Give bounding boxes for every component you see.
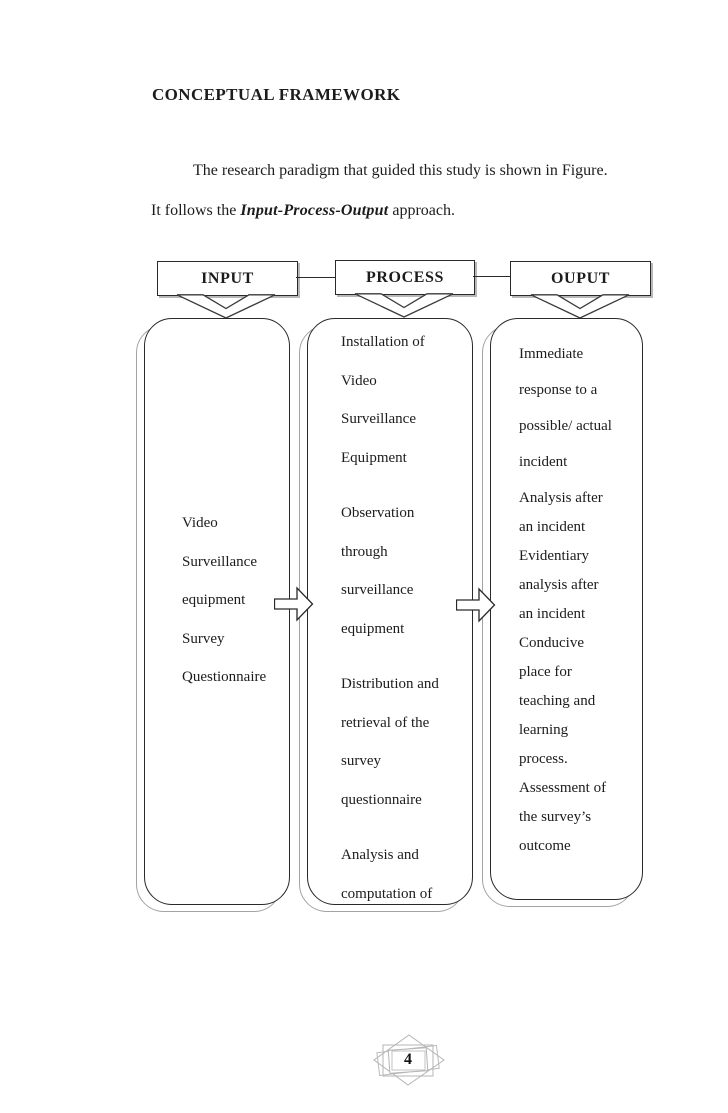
output-box-item: Assessment of the survey’s outcome [519, 781, 636, 868]
box-text-line: computation of [341, 885, 433, 902]
box-text-line: teaching and [519, 693, 596, 709]
box-text-line: Surveillance [341, 411, 416, 427]
box-text-line: questionnaire [341, 791, 422, 808]
box-text-line: equipment [182, 592, 246, 608]
output-box-wrap: Immediate response to a possible/ actual in… [482, 318, 643, 907]
intro-line2-prefix: It follows the [151, 202, 241, 219]
process-box-item: Analysis and computation of [341, 847, 464, 904]
intro-line2-emphasis: Input-Process-Output [240, 202, 389, 219]
box-text-line: the survey’s [519, 809, 592, 825]
output-box: Immediate response to a possible/ actual in… [490, 318, 643, 900]
input-header-box: INPUT [157, 261, 298, 296]
down-arrow-icon [169, 294, 283, 319]
right-arrow-icon [456, 584, 496, 626]
connector-line-input-process [296, 277, 335, 278]
box-text-line: Conducive [519, 635, 584, 651]
box-text-line: outcome [519, 838, 571, 854]
box-text-line: Survey [182, 630, 225, 647]
box-text-line: an incident [519, 606, 586, 622]
intro-paragraph-line1: The research paradigm that guided this s… [193, 162, 608, 179]
output-box-item: Immediate response to a possible/ actual in… [519, 347, 636, 491]
box-text-line: Surveillance [182, 553, 257, 570]
box-text-line: Questionnaire [182, 669, 267, 685]
box-text-line: Evidentiary [519, 548, 589, 564]
box-text-line: Observation [341, 505, 415, 521]
input-header-label: INPUT [201, 269, 254, 287]
box-text-line: retrieval of the [341, 714, 430, 731]
page-number-ornament-icon [368, 1034, 448, 1086]
box-text-line: Video [341, 372, 377, 389]
box-text-line: Equipment [341, 449, 407, 466]
box-text-line: through [341, 543, 388, 560]
box-text-line: equipment [341, 620, 405, 637]
down-arrow-icon [347, 293, 461, 318]
box-text-line: place for [519, 664, 572, 680]
box-text-line: Analysis and [341, 847, 419, 863]
box-text-line: possible/ actual [519, 418, 612, 434]
output-header-box: OUPUT [510, 261, 651, 296]
output-box-item: Evidentiary analysis after an incident [519, 549, 636, 636]
box-text-line: surveillance [341, 582, 414, 598]
box-text-line: Distribution and [341, 676, 439, 692]
output-box-content: Immediate response to a possible/ actual in… [491, 319, 642, 868]
box-text-line: response to a [519, 382, 598, 398]
output-header-label: OUPUT [551, 269, 610, 287]
box-text-line: an incident [519, 519, 586, 535]
box-text-line: Analysis after [519, 490, 603, 506]
process-header-box: PROCESS [335, 260, 475, 295]
right-arrow-icon [274, 583, 314, 625]
box-text-line: Immediate [519, 346, 584, 362]
box-text-line: survey [341, 753, 381, 769]
box-text-line: learning [519, 722, 569, 738]
box-text-line: Installation of [341, 334, 425, 350]
box-text-line: process. [519, 751, 568, 767]
intro-line2-suffix: approach. [388, 202, 455, 219]
process-header-label: PROCESS [366, 268, 444, 286]
down-arrow-icon [523, 294, 637, 319]
box-text-line: incident [519, 454, 568, 470]
page-number: 4 [404, 1051, 412, 1068]
page-title: CONCEPTUAL FRAMEWORK [152, 85, 401, 104]
output-box-item: Conducive place for teaching and learning pr… [519, 636, 636, 781]
box-text-line: analysis after [519, 577, 599, 593]
connector-line-process-output [473, 276, 510, 277]
intro-paragraph-line2: It follows the Input-Process-Output appr… [151, 202, 455, 220]
process-box-item: Observation through surveillance equipment [341, 506, 464, 660]
process-box-item: Distribution and retrieval of the survey qu… [341, 677, 464, 831]
output-box-item: Analysis after an incident [519, 491, 636, 549]
box-text-line: Video [182, 515, 218, 531]
box-text-line: Assessment of [519, 780, 607, 796]
